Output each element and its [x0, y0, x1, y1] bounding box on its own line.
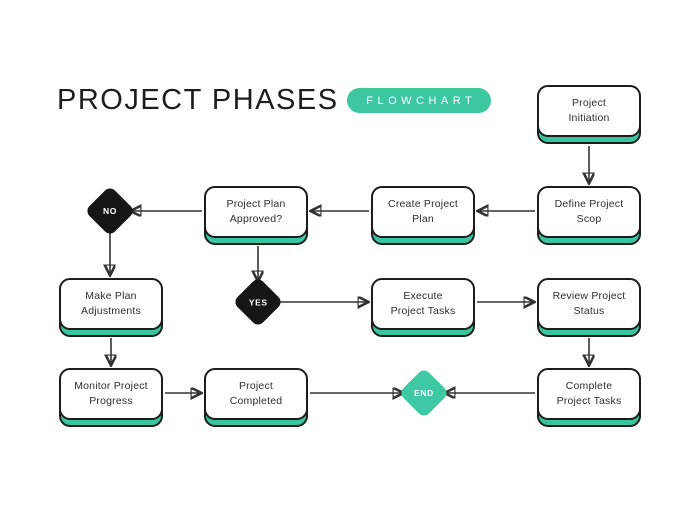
node-label: Monitor Project Progress — [59, 368, 163, 420]
node-label: Project Initiation — [537, 85, 641, 137]
page-title: PROJECT PHASES — [57, 84, 339, 116]
node-label: Define Project Scop — [537, 186, 641, 238]
terminator-end-label: END — [414, 388, 434, 398]
node-make-plan-adjustments: Make Plan Adjustments — [59, 278, 163, 337]
node-define-project-scope: Define Project Scop — [537, 186, 641, 245]
node-monitor-project-progress: Monitor Project Progress — [59, 368, 163, 427]
node-create-project-plan: Create Project Plan — [371, 186, 475, 245]
node-label: Execute Project Tasks — [371, 278, 475, 330]
node-label: Complete Project Tasks — [537, 368, 641, 420]
node-execute-project-tasks: Execute Project Tasks — [371, 278, 475, 337]
node-label: Project Completed — [204, 368, 308, 420]
node-project-initiation: Project Initiation — [537, 85, 641, 144]
node-project-completed: Project Completed — [204, 368, 308, 427]
node-label: Make Plan Adjustments — [59, 278, 163, 330]
node-complete-project-tasks: Complete Project Tasks — [537, 368, 641, 427]
flowchart-badge: FLOWCHART — [347, 88, 491, 113]
node-label: Review Project Status — [537, 278, 641, 330]
node-review-project-status: Review Project Status — [537, 278, 641, 337]
node-label: Project Plan Approved? — [204, 186, 308, 238]
decision-yes-label: YES — [248, 297, 268, 307]
node-label: Create Project Plan — [371, 186, 475, 238]
node-project-plan-approved: Project Plan Approved? — [204, 186, 308, 245]
decision-no-label: NO — [103, 205, 117, 216]
